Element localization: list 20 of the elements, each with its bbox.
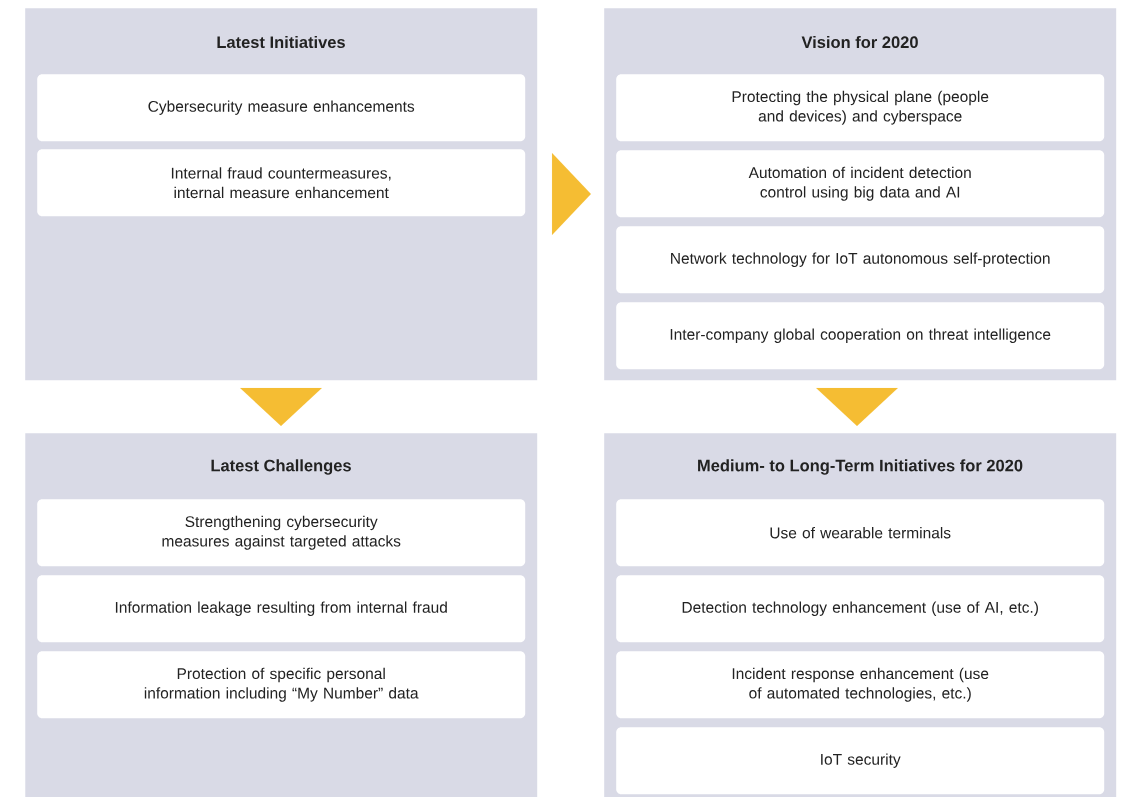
item-box: Cybersecurity measure enhancements [37, 74, 526, 142]
item-box: Protection of specific personal information including “My Number” data [37, 651, 526, 719]
item-box: IoT security [616, 727, 1105, 795]
item-box: Automation of incident detection control using big data and AI [616, 150, 1105, 218]
arrow [816, 387, 898, 426]
item-box: Strengthening cybersecurity measures against targeted attacks [37, 499, 526, 567]
arrow [552, 153, 591, 235]
item-box: Incident response enhancement (use of automated technologies, etc.) [616, 651, 1105, 719]
item-box: Information leakage resulting from internal fraud [37, 575, 526, 643]
item-box: Use of wearable terminals [616, 499, 1105, 567]
panel-title: Latest Initiatives [217, 35, 345, 49]
panel-title: Vision for 2020 [801, 35, 918, 49]
arrow [240, 387, 322, 426]
item-box: Detection technology enhancement (use of AI, etc.) [616, 575, 1105, 643]
item-box: Protecting the physical plane (people and devices) and cyberspace [616, 74, 1105, 142]
item-box: Internal fraud countermeasures, internal measure enhancement [37, 149, 526, 217]
item-box: Inter-company global cooperation on threat intelligence [616, 302, 1105, 370]
item-box: Network technology for IoT autonomous self-protection [616, 226, 1105, 294]
panel-title: Medium- to Long-Term Initiatives for 2020 [698, 459, 1023, 475]
panel-title: Latest Challenges [211, 459, 351, 475]
